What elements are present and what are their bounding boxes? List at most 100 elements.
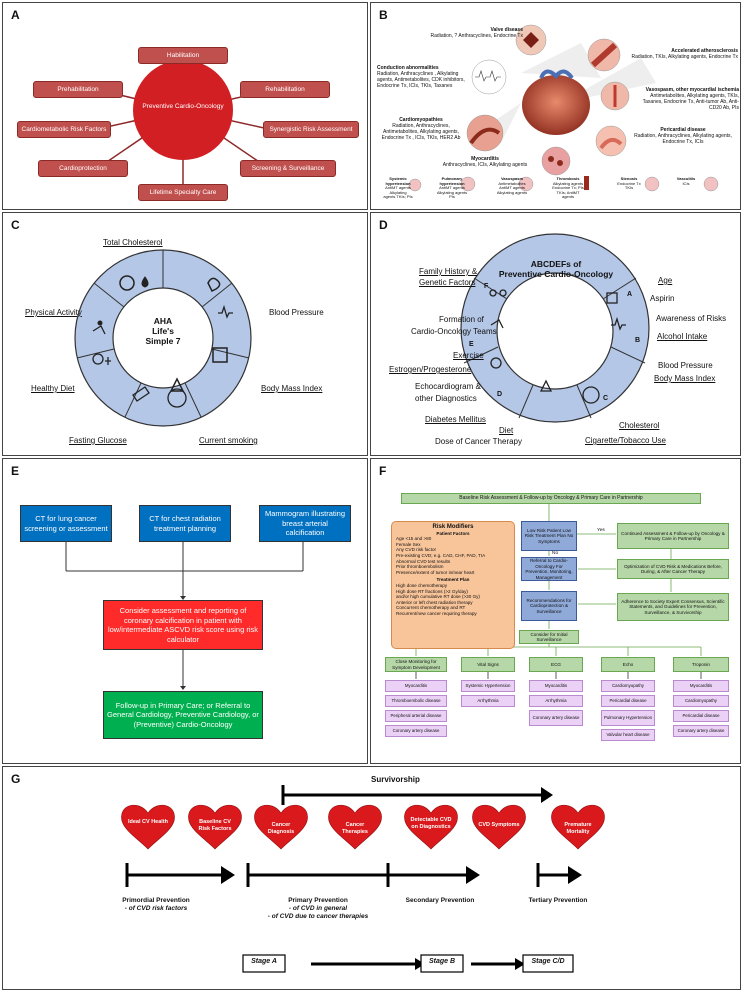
cardiometabolic-box: Cardiometabolic Risk Factors xyxy=(17,121,111,138)
diet-label: Diet xyxy=(499,426,514,435)
habilitation-box: Habilitation xyxy=(138,47,228,64)
item-text: ICIs xyxy=(682,180,690,186)
conduction-item: Conduction abnormalities Radiation, Anth… xyxy=(377,65,473,89)
current-smoking-label: Current smoking xyxy=(199,436,258,445)
aspirin-label: Aspirin xyxy=(650,294,675,303)
patient-factor: Prior thromboembolism xyxy=(396,564,444,570)
panel-d: D ABCDEFs of Preventive Cardio-Oncology … xyxy=(370,212,741,456)
prehabilitation-box: Prehabilitation xyxy=(33,81,123,98)
item-text: Endocrine Tx TKIs xyxy=(617,180,641,191)
treat-factor: and/or high cumulative RT dose (>30 Gy) xyxy=(396,594,480,600)
letter-d: D xyxy=(497,391,503,398)
bmi-label: Body Mass Index xyxy=(654,374,716,383)
item-text: Alkylating agents Endocrine Tx; PIs TKIs… xyxy=(552,180,584,200)
item-title: Vasospasm xyxy=(500,176,523,181)
heart-ideal: Ideal CV Health xyxy=(127,819,169,825)
col-head-echo: Echo xyxy=(601,657,655,672)
list-item: Cardiomyopathy xyxy=(601,680,655,692)
item-title: Pericardial disease xyxy=(660,127,706,133)
timeline-graphics xyxy=(121,785,605,973)
echocardiogram-label: Echocardiogram & xyxy=(415,382,481,391)
panel-label: B xyxy=(379,8,388,22)
blood-pressure-label: Blood Pressure xyxy=(658,361,713,370)
abcdef-wheel xyxy=(460,233,650,423)
title-line-2: Preventive Cardio-Oncology xyxy=(498,269,614,279)
risk-modifiers-box: Risk Modifiers Patient Factors Age <15 a… xyxy=(391,521,515,649)
item-text: Radiation, Anthracyclines , Alkylating a… xyxy=(377,71,465,89)
patient-factor: Female Sex xyxy=(396,541,421,547)
survivorship-label: Survivorship xyxy=(371,775,420,784)
adherence-box: Adherence to Society Expert Consensus, S… xyxy=(617,593,729,621)
list-item: Coronary artery disease xyxy=(673,725,729,737)
vasospasm-item: Vasospasm, other myocardial ischemia Ant… xyxy=(633,87,739,111)
item-text: Radiation, Anthracyclines, Alkylating ag… xyxy=(634,133,732,145)
list-item: Thromboembolic disease xyxy=(385,695,447,707)
recommend-box: Recommendations for Cardioprotection & S… xyxy=(521,591,577,621)
panel-b: B Valve disease xyxy=(370,2,741,210)
panel-label: F xyxy=(379,464,387,478)
list-item: Myocarditis xyxy=(529,680,583,692)
consider-box: Consider for Initial Surveillance xyxy=(519,630,579,644)
item-text: AntiMT agents Alkylating agents PIs xyxy=(436,185,468,200)
letter-c: C xyxy=(603,395,609,402)
item-title: Accelerated atherosclerosis xyxy=(671,48,738,54)
list-item: Myocarditis xyxy=(385,680,447,692)
patient-title: Patient Factors xyxy=(436,530,470,536)
col-head-monitoring: Close Monitoring for Symptom Development xyxy=(385,657,447,672)
item-text: AntiMT agents Alkylating agents TKIs; PI… xyxy=(383,185,413,200)
primordial-prevention: Primordial Prevention - of CVD risk fact… xyxy=(101,897,211,913)
treat-factor: Anterior or left chest radiation therapy xyxy=(396,599,473,605)
list-item: Cardiomyopathy xyxy=(673,695,729,707)
treat-title: Treatment Plan xyxy=(436,577,470,583)
patient-factor: Abnormal CVD test results xyxy=(396,558,451,564)
list-item: Peripheral arterial disease xyxy=(385,710,447,722)
patient-factor: Age <15 and >80 xyxy=(396,536,432,542)
panel-c: C AHA Life's Sim xyxy=(2,212,368,456)
lifetime-box: Lifetime Specialty Care xyxy=(138,184,228,201)
heart-baseline: Baseline CV Risk Factors xyxy=(198,819,232,832)
col-head-ecg: ECG xyxy=(529,657,583,672)
physical-activity-label: Physical Activity xyxy=(25,308,82,317)
prevention-title: Primordial Prevention xyxy=(122,897,190,904)
heart-symptoms: CVD Symptoms xyxy=(478,822,520,828)
primary-prevention: Primary Prevention - of CVD in general -… xyxy=(253,897,383,921)
stage-a: Stage A xyxy=(251,958,277,965)
letter-a: A xyxy=(627,291,633,298)
list-item: Myocarditis xyxy=(673,680,729,692)
panel-label: D xyxy=(379,218,388,232)
item-text: Radiation, ? Anthracyclines, Endocrine T… xyxy=(430,33,523,39)
patient-factor: Pre-existing CVD; e.g. CAD, CHF, PAD, TI… xyxy=(396,552,486,558)
item-text: Antimetabolites, Alkylating agents, TKIs… xyxy=(642,93,739,111)
mammogram-box: Mammogram illustrating breast arterial c… xyxy=(259,505,351,542)
secondary-prevention: Secondary Prevention xyxy=(405,897,475,904)
stage-cd: Stage C/D xyxy=(531,958,565,965)
heart-cancer-diagnosis: Cancer Diagnosis xyxy=(267,822,295,835)
list-item: Pulmonary Hypertension xyxy=(601,710,655,726)
pericardial-item: Pericardial disease Radiation, Anthracyc… xyxy=(629,127,737,145)
baseline-box: Baseline Risk Assessment & Follow-up by … xyxy=(401,493,701,504)
item-title: Cardiomyopathies xyxy=(399,117,443,123)
teams-label: Cardio-Oncology Teams xyxy=(411,327,497,336)
family-history-label: Family History & xyxy=(419,267,478,276)
prevention-title: Primary Prevention xyxy=(288,897,348,904)
bmi-label: Body Mass Index xyxy=(261,384,323,393)
diabetes-label: Diabetes Mellitus xyxy=(425,415,486,424)
simple7-center: AHA Life's Simple 7 xyxy=(128,316,198,346)
genetic-factors-label: Genetic Factors xyxy=(419,278,476,287)
estrogen-label: Estrogen/Progesterone xyxy=(389,365,472,374)
center-label: Preventive Cardio-Oncology xyxy=(142,103,224,110)
yes-label: Yes xyxy=(597,528,605,533)
total-cholesterol-label: Total Cholesterol xyxy=(103,238,163,247)
synergistic-box: Synergistic Risk Assessment xyxy=(263,121,359,138)
item-title: Thrombosis xyxy=(556,176,580,181)
ct-radiation-box: CT for chest radiation treatment plannin… xyxy=(139,505,231,542)
optimization-box: Optimization of CVD Risk & Medications B… xyxy=(617,559,729,579)
tertiary-prevention: Tertiary Prevention xyxy=(528,897,588,904)
treat-factor: High dose RT fractions (>2 Gy/day) xyxy=(396,588,468,594)
col-head-vitals: Vital Signs xyxy=(461,657,515,672)
exercise-label: Exercise xyxy=(453,351,484,360)
alcohol-label: Alcohol Intake xyxy=(657,332,708,341)
cholesterol-label: Cholesterol xyxy=(619,421,660,430)
